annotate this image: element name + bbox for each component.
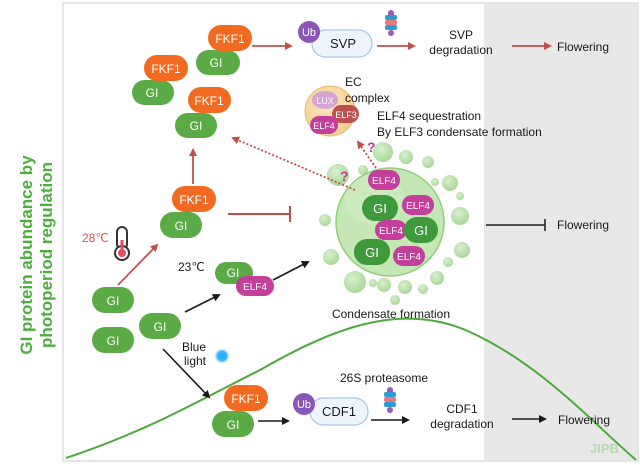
blue-light-line1: Blue [182,340,206,354]
label-fkf1: FKF1 [194,94,224,108]
cdf1-degradation-line1: CDF1 [446,402,478,416]
label-fkf1: FKF1 [215,32,245,46]
fkf1-gi-complex-bottom [212,385,268,437]
arrow-28c [117,243,159,286]
side-title-line1: GI protein abundance by [17,155,36,355]
label-gi: GI [210,56,223,70]
label-gi: GI [227,418,240,432]
temp-28c: 28℃ [82,231,109,245]
proteasome-icon-top [385,10,397,36]
ub-marker-cdf1 [293,393,315,415]
side-title-line2: photoperiod regulation [37,162,56,348]
ub-marker-svp [298,21,320,43]
label-cdf1: CDF1 [322,404,356,419]
question-mark-top: ? [340,168,349,184]
condensate-formation-label: Condensate formation [332,307,450,321]
label-fkf1: FKF1 [151,62,181,76]
label-gi: GI [154,320,167,334]
condensate [319,142,470,305]
fkf1-gi-complex-top-right [196,25,252,75]
svp-degradation-line2: degradation [429,43,492,57]
question-mark-ec: ? [367,139,376,155]
abundance-curve [65,317,637,461]
ec-complex-line1: EC [345,75,362,89]
label-elf3: ELF3 [335,110,357,120]
label-lux: LUX [316,96,334,106]
label-elf4: ELF4 [379,226,403,237]
label-gi: GI [365,245,379,260]
ec-complex-line2: complex [345,91,390,105]
label-elf4: ELF4 [243,282,267,293]
shaded-region [484,4,638,460]
gi-monomer-3 [139,313,181,339]
label-fkf1: FKF1 [231,392,261,406]
gi-monomer-1 [92,287,134,313]
flowering-mid: Flowering [557,218,609,232]
fkf1-gi-complex-top-left [132,55,188,105]
proteasome-icon-bottom [384,387,396,413]
label-ub: Ub [297,399,311,411]
elf4-sequestration-line2: By ELF3 condensate formation [377,125,542,139]
label-svp: SVP [330,36,356,51]
arrow-23c [184,294,221,313]
label-elf4: ELF4 [313,121,335,131]
label-gi: GI [107,294,120,308]
label-gi: GI [146,86,159,100]
svp-degradation-line1: SVP [449,28,473,42]
ec-complex [304,85,359,137]
label-elf4: ELF4 [406,201,430,212]
fkf1-gi-complex-mid [160,186,216,238]
dotted-arrow-to-ec-complex [356,140,377,169]
proteasome-label: 26S proteasome [340,371,428,385]
label-ub: Ub [302,27,316,39]
label-gi: GI [373,201,387,216]
jipb-watermark: JIPB [590,441,619,456]
label-fkf1: FKF1 [179,193,209,207]
label-gi: GI [227,266,240,280]
label-gi: GI [190,119,203,133]
blue-light-line2: light [184,354,207,368]
label-elf4: ELF4 [372,176,396,187]
blue-light-icon [214,348,230,364]
cdf1-degradation-line2: degradation [430,417,493,431]
gi-elf4-complex [215,262,274,296]
arrow-blue-light [162,348,211,399]
label-gi: GI [107,334,120,348]
flowering-top: Flowering [557,40,609,54]
flowering-bottom: Flowering [558,413,610,427]
arrow-gi-elf4-to-condensate [272,261,310,281]
label-gi: GI [175,219,188,233]
temp-23c: 23℃ [178,260,205,274]
svp-box [311,29,373,58]
gi-monomer-2 [92,327,134,353]
label-elf4: ELF4 [397,252,421,263]
elf4-sequestration-line1: ELF4 sequestration [377,109,481,123]
label-gi: GI [414,223,428,238]
fkf1-gi-complex-top-center [175,87,231,138]
thermometer-icon [114,226,130,261]
